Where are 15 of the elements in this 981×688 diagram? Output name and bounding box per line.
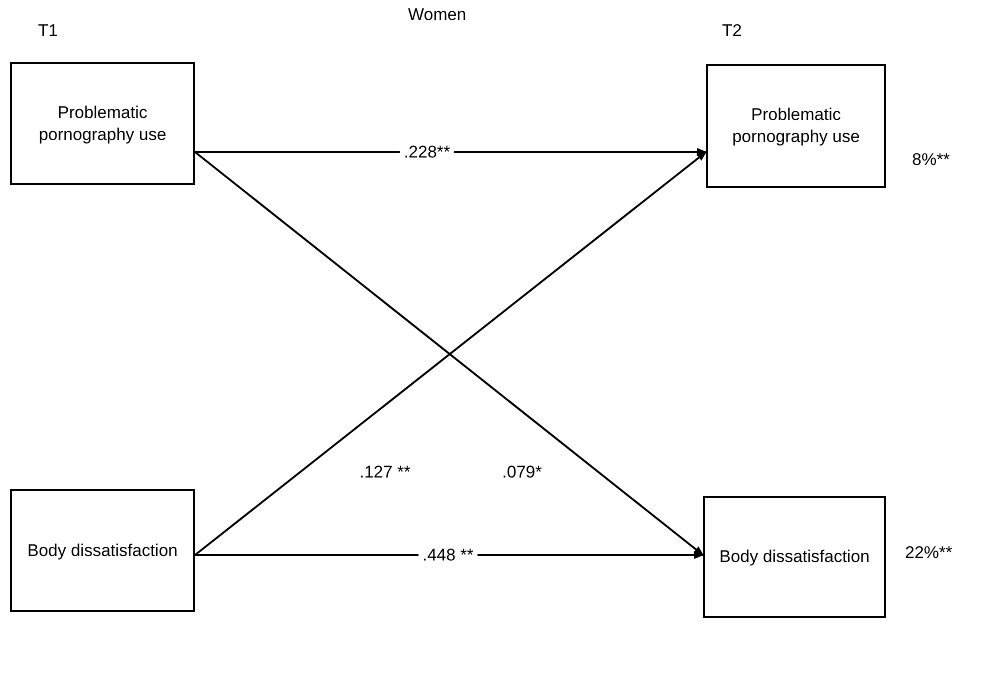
variable-box	[10, 489, 195, 612]
time-label: T1	[38, 20, 58, 42]
variable-box	[10, 62, 195, 185]
arrow	[195, 551, 704, 559]
variable-name: Body dissatisfaction	[719, 546, 870, 568]
variance-explained: 22%**	[905, 542, 952, 564]
diagram-title: Women	[408, 4, 466, 26]
variable-name: Problematic pornography use	[731, 104, 861, 148]
variable-box	[703, 496, 886, 618]
arrow	[195, 148, 707, 156]
variable-name: Problematic pornography use	[38, 102, 168, 146]
variance-explained: 8%**	[912, 149, 950, 171]
time-label: T2	[722, 20, 742, 42]
variable-name: Body dissatisfaction	[27, 540, 178, 562]
variable-box	[706, 64, 886, 188]
